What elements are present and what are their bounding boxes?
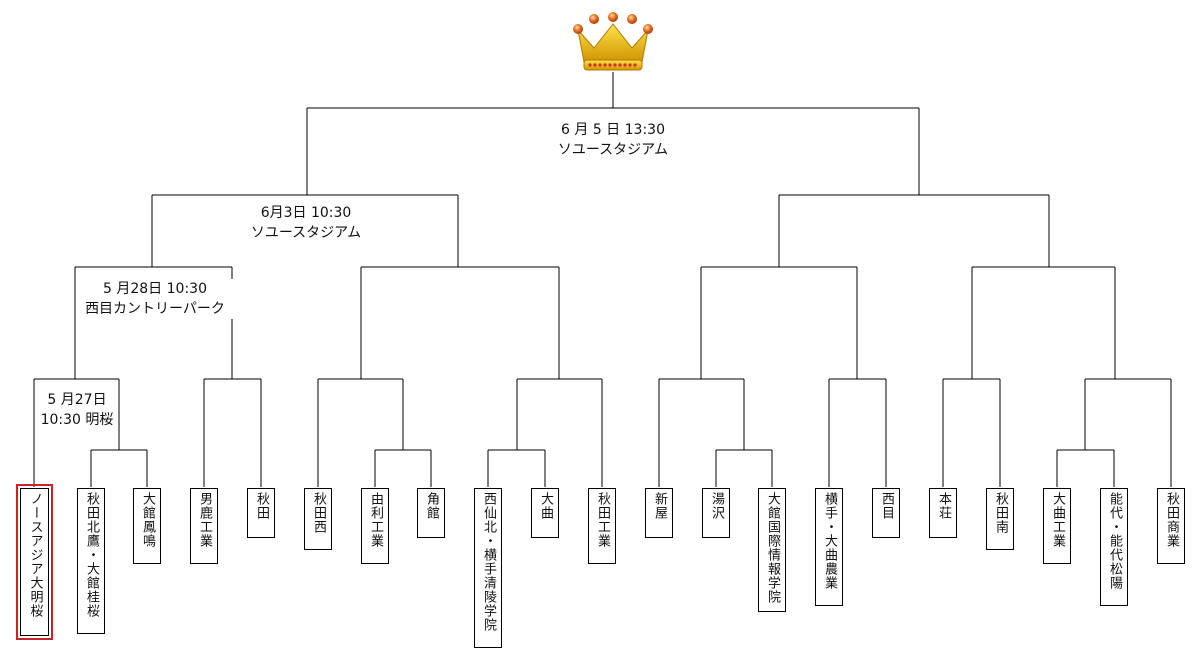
team-name: 男鹿工業: [197, 492, 212, 548]
team-name: 秋田西: [311, 492, 326, 534]
team-box: 秋田西: [304, 488, 332, 550]
team-name: 秋田南: [993, 492, 1008, 534]
team-name: 由利工業: [368, 492, 383, 548]
team-box: 西目: [872, 488, 900, 538]
final-venue: ソユースタジアム: [557, 142, 669, 158]
team-name: 大曲工業: [1050, 492, 1065, 548]
team-box: 秋田: [247, 488, 275, 538]
team-box: 大曲: [531, 488, 559, 538]
team-name: 秋田商業: [1164, 492, 1179, 548]
r2-left-label: 5 月27日 10:30 明桜: [36, 390, 118, 430]
team-name: 横手・大曲農業: [822, 492, 837, 590]
team-name: ノースアジア大明桜: [27, 492, 43, 618]
team-box: ノースアジア大明桜: [16, 484, 53, 640]
team-box: 西仙北・横手清陵学院: [474, 488, 502, 648]
team-box: 湯沢: [702, 488, 730, 538]
team-box: 大館国際情報学院: [758, 488, 786, 612]
semi-left-venue: ソユースタジアム: [250, 225, 362, 241]
team-name: 能代・能代松陽: [1107, 492, 1122, 590]
team-name: 秋田北鷹・大館桂桜: [84, 492, 99, 618]
semi-left-label: 6月3日 10:30 ソユースタジアム: [226, 203, 386, 243]
team-name: 大館鳳鳴: [140, 492, 155, 548]
team-name: 角館: [424, 492, 439, 520]
team-box: 男鹿工業: [190, 488, 218, 564]
team-box: 角館: [417, 488, 445, 538]
team-box: 大館鳳鳴: [133, 488, 161, 564]
team-box: 秋田商業: [1157, 488, 1185, 564]
team-name: 湯沢: [709, 492, 724, 520]
r2-left-time-venue: 10:30 明桜: [40, 412, 114, 428]
crown-icon: [573, 12, 653, 71]
team-name: 秋田: [254, 492, 269, 520]
quarter-left-venue: 西目カントリーパーク: [85, 301, 225, 317]
team-box: 新屋: [645, 488, 673, 538]
team-name: 西仙北・横手清陵学院: [481, 492, 496, 632]
quarter-left-date: 5 月28日 10:30: [103, 281, 207, 297]
quarter-left-label: 5 月28日 10:30 西目カントリーパーク: [76, 279, 234, 319]
final-label: 6 月 5 日 13:30 ソユースタジアム: [530, 120, 696, 160]
team-box: 由利工業: [361, 488, 389, 564]
team-box: 秋田北鷹・大館桂桜: [77, 488, 105, 634]
semi-left-date: 6月3日 10:30: [260, 205, 352, 221]
team-box: 大曲工業: [1043, 488, 1071, 564]
team-box: 秋田南: [986, 488, 1014, 550]
team-box: 能代・能代松陽: [1100, 488, 1128, 606]
team-name: 大館国際情報学院: [765, 492, 780, 604]
final-date: 6 月 5 日 13:30: [561, 122, 665, 138]
team-name: 西目: [879, 492, 894, 520]
team-name: 秋田工業: [595, 492, 610, 548]
team-box: 本荘: [929, 488, 957, 538]
r2-left-date: 5 月27日: [47, 392, 107, 408]
team-name: 新屋: [652, 492, 667, 520]
team-box: 横手・大曲農業: [815, 488, 843, 606]
team-name: 大曲: [538, 492, 553, 520]
team-box: 秋田工業: [588, 488, 616, 564]
team-name: 本荘: [936, 492, 951, 520]
